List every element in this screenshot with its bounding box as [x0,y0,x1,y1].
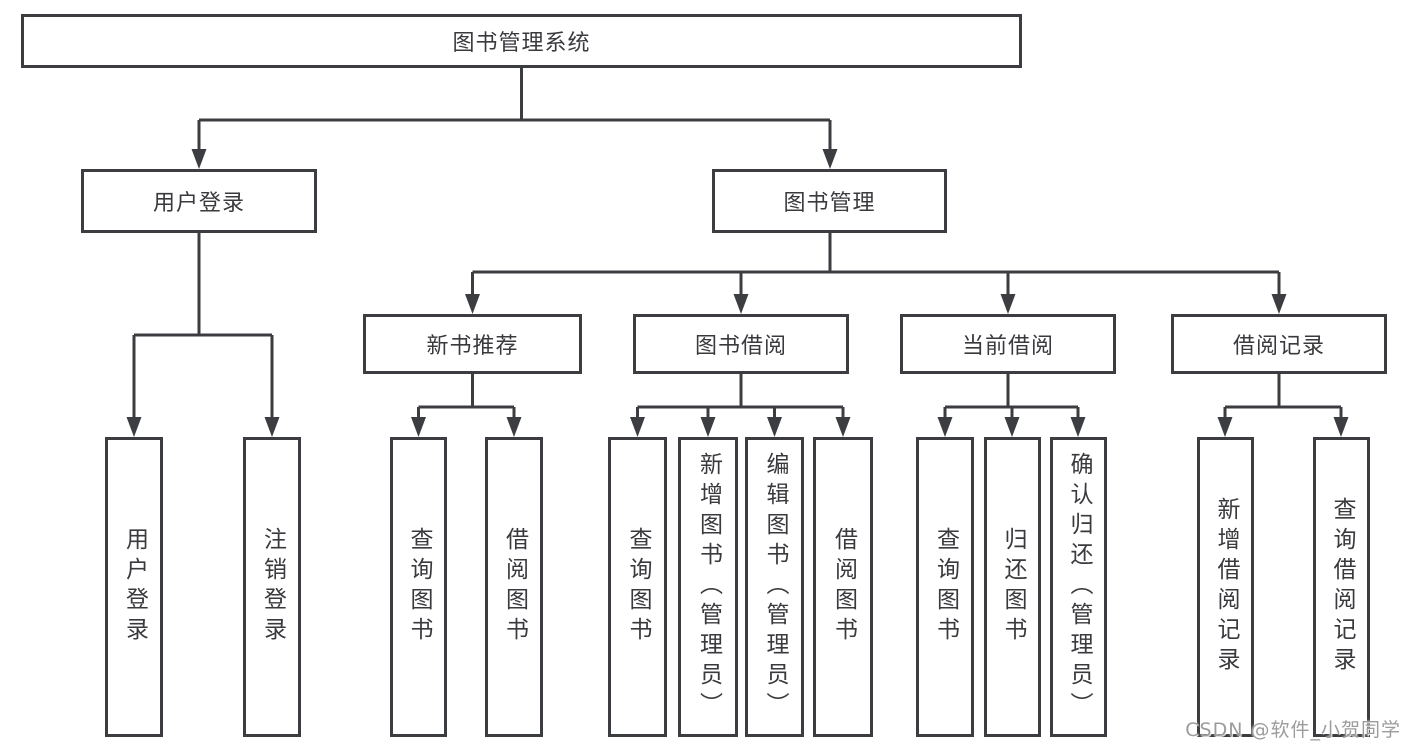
leaf-query-books-current: 查询图书 [916,437,974,737]
leaf-return-book: 归还图书 [984,437,1041,737]
leaf-user-login-label: 用户登录 [121,527,148,647]
node-new-book-recommend-label: 新书推荐 [426,334,519,359]
leaf-return-book-label: 归还图书 [1000,527,1026,647]
leaf-edit-book-admin: 编辑图书（管理员） [745,437,804,737]
leaf-add-book-admin-label: 新增图书（管理员） [695,452,722,722]
node-library-system: 图书管理系统 [21,14,1022,68]
node-borrow-records: 借阅记录 [1171,314,1387,374]
leaf-confirm-return-admin: 确认归还（管理员） [1050,437,1107,737]
leaf-logout: 注销登录 [243,437,301,737]
leaf-query-books-borrow-label: 查询图书 [625,527,651,647]
node-borrow-records-label: 借阅记录 [1232,334,1325,359]
leaf-edit-book-admin-label: 编辑图书（管理员） [762,452,788,722]
leaf-borrow-books: 借阅图书 [813,437,873,737]
leaf-borrow-books-recommend: 借阅图书 [485,437,543,737]
node-new-book-recommend: 新书推荐 [363,314,582,374]
leaf-query-books-borrow: 查询图书 [608,437,667,737]
leaf-user-login: 用户登录 [105,437,163,737]
leaf-query-books-current-label: 查询图书 [932,527,959,647]
leaf-add-book-admin: 新增图书（管理员） [678,437,738,737]
watermark: CSDN @软件_小贺同学 [1185,719,1401,741]
node-book-borrow-label: 图书借阅 [694,334,787,359]
leaf-borrow-books-label: 借阅图书 [830,527,857,647]
leaf-query-borrow-record-label: 查询借阅记录 [1329,497,1355,677]
node-book-management: 图书管理 [712,169,947,233]
node-book-borrow: 图书借阅 [633,314,849,374]
leaf-add-borrow-record-label: 新增借阅记录 [1213,497,1239,677]
leaf-add-borrow-record: 新增借阅记录 [1197,437,1254,737]
leaf-borrow-books-recommend-label: 借阅图书 [501,527,528,647]
leaf-query-books-recommend-label: 查询图书 [406,527,432,647]
leaf-confirm-return-admin-label: 确认归还（管理员） [1066,452,1092,722]
leaf-query-borrow-record: 查询借阅记录 [1313,437,1370,737]
node-current-borrow: 当前借阅 [900,314,1116,374]
node-user-login-label: 用户登录 [152,191,245,216]
leaf-logout-label: 注销登录 [259,527,286,647]
leaf-query-books-recommend: 查询图书 [390,437,447,737]
node-library-system-label: 图书管理系统 [452,31,591,56]
node-user-login: 用户登录 [81,169,317,233]
node-book-management-label: 图书管理 [783,191,876,216]
node-current-borrow-label: 当前借阅 [961,334,1054,359]
